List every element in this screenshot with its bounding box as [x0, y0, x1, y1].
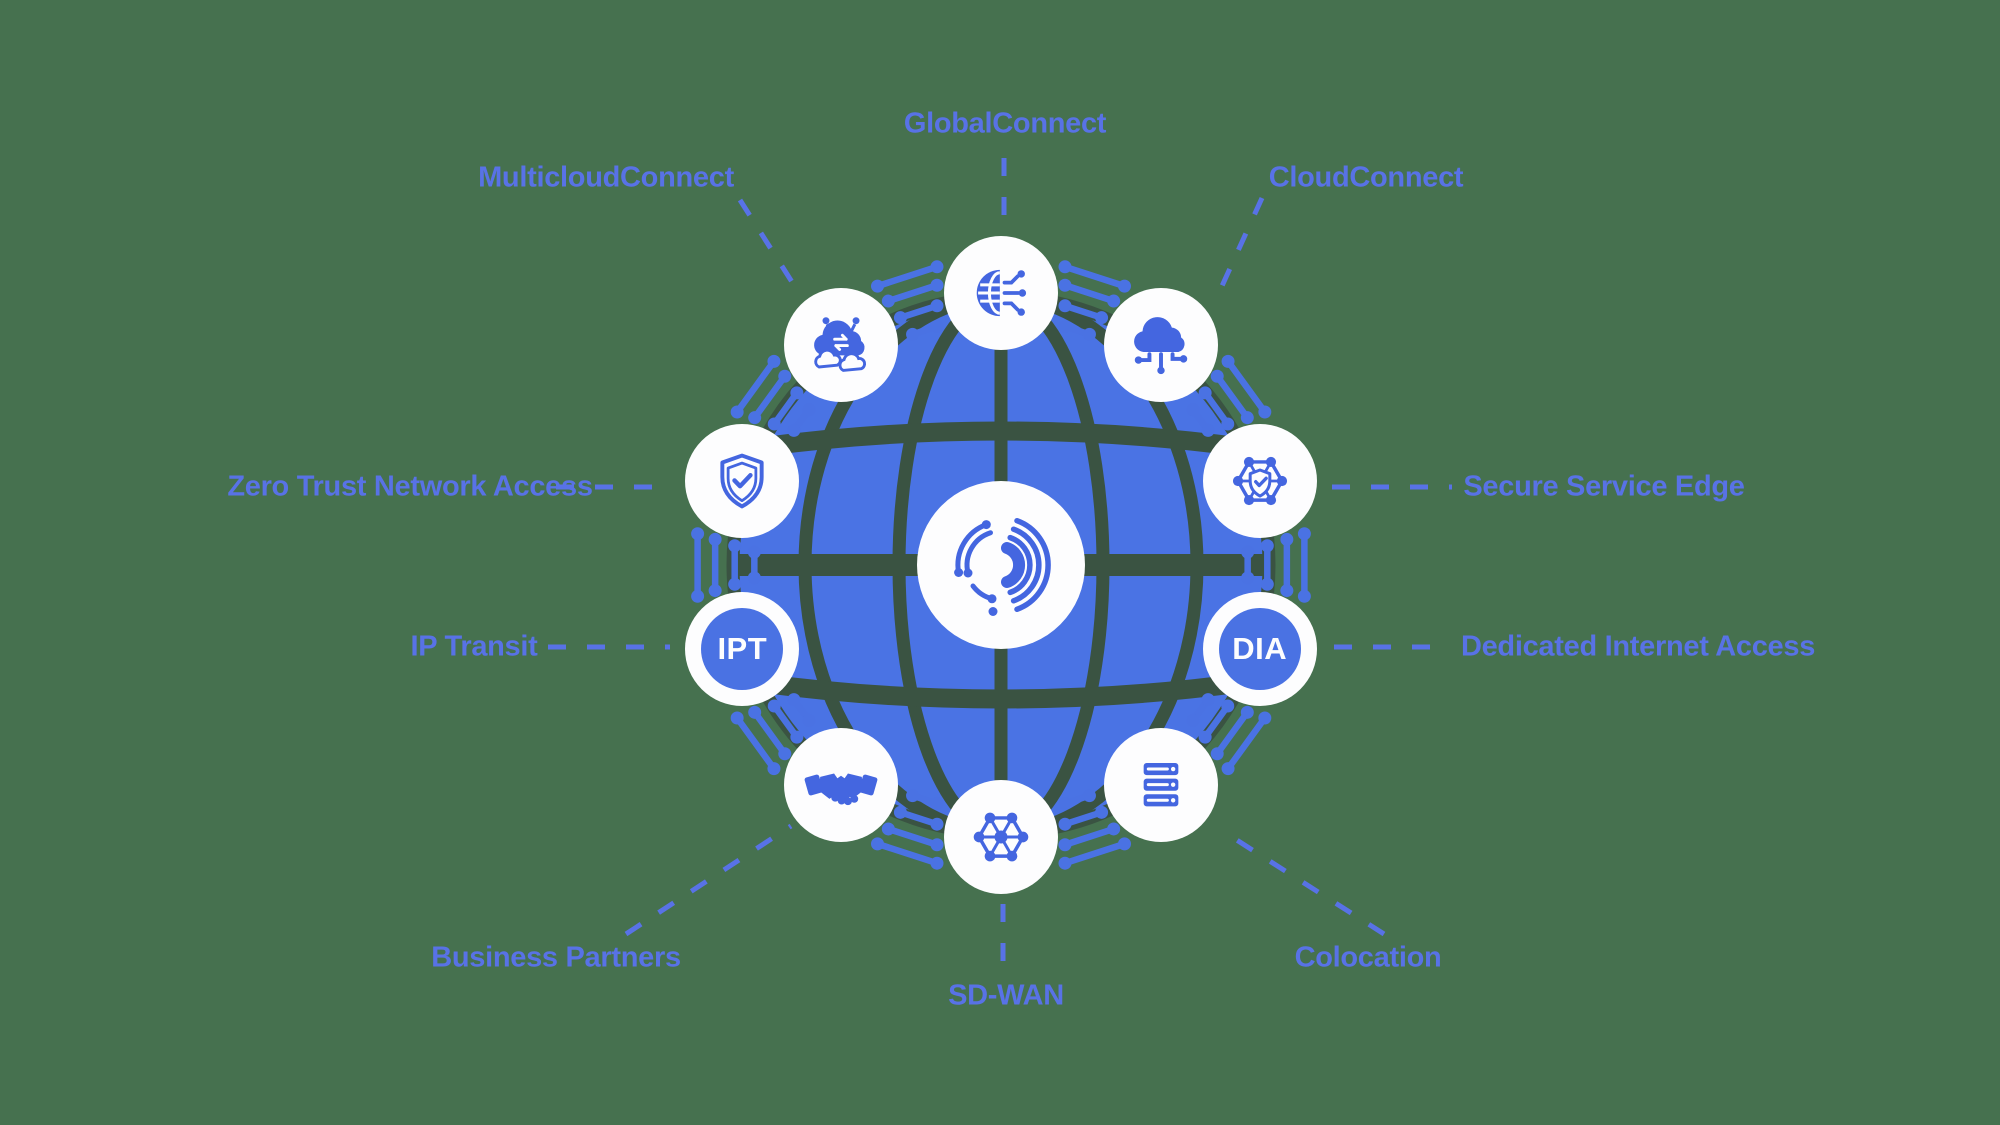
dedicated-internet-access-badge-text: DIA	[1232, 631, 1288, 667]
multicloud-exchange-icon	[804, 308, 878, 382]
label-ip-transit: IP Transit	[410, 630, 538, 663]
globe-circuit-icon	[964, 256, 1038, 330]
server-rack-icon	[1124, 748, 1198, 822]
label-multicloudconnect: MulticloudConnect	[478, 161, 734, 194]
cloud-network-icon	[1124, 308, 1198, 382]
node-secure-service-edge	[1202, 423, 1317, 538]
label-globalconnect: GlobalConnect	[903, 107, 1107, 140]
ip-transit-badge: IPT	[701, 608, 784, 691]
node-globalconnect	[944, 236, 1058, 350]
ip-transit-badge-text: IPT	[717, 631, 768, 667]
node-business-partners	[784, 728, 899, 843]
node-dedicated-internet-access: DIA	[1202, 592, 1317, 707]
hexagon-shield-icon	[1223, 444, 1297, 518]
label-zero-trust-network-access: Zero Trust Network Access	[227, 470, 593, 503]
label-business-partners: Business Partners	[431, 941, 681, 974]
node-colocation	[1103, 728, 1218, 843]
shield-check-icon	[705, 444, 779, 518]
handshake-icon	[804, 748, 878, 822]
label-secure-service-edge: Secure Service Edge	[1463, 470, 1745, 503]
dedicated-internet-access-badge: DIA	[1218, 608, 1301, 691]
node-multicloudconnect	[784, 287, 899, 402]
label-dedicated-internet-access: Dedicated Internet Access	[1460, 630, 1816, 663]
label-connectors	[548, 158, 1452, 966]
circuit-globe-logo	[954, 517, 1051, 616]
label-cloudconnect: CloudConnect	[1268, 161, 1464, 194]
label-sd-wan: SD-WAN	[948, 979, 1064, 1012]
hexagon-network-icon	[964, 800, 1038, 874]
ring-circuit-traces	[691, 260, 1311, 870]
hub-circle	[917, 481, 1085, 649]
node-ip-transit: IPT	[685, 592, 800, 707]
label-colocation: Colocation	[1294, 941, 1442, 974]
node-cloudconnect	[1103, 287, 1218, 402]
node-sd-wan	[944, 780, 1058, 894]
node-zero-trust-network-access	[685, 423, 800, 538]
